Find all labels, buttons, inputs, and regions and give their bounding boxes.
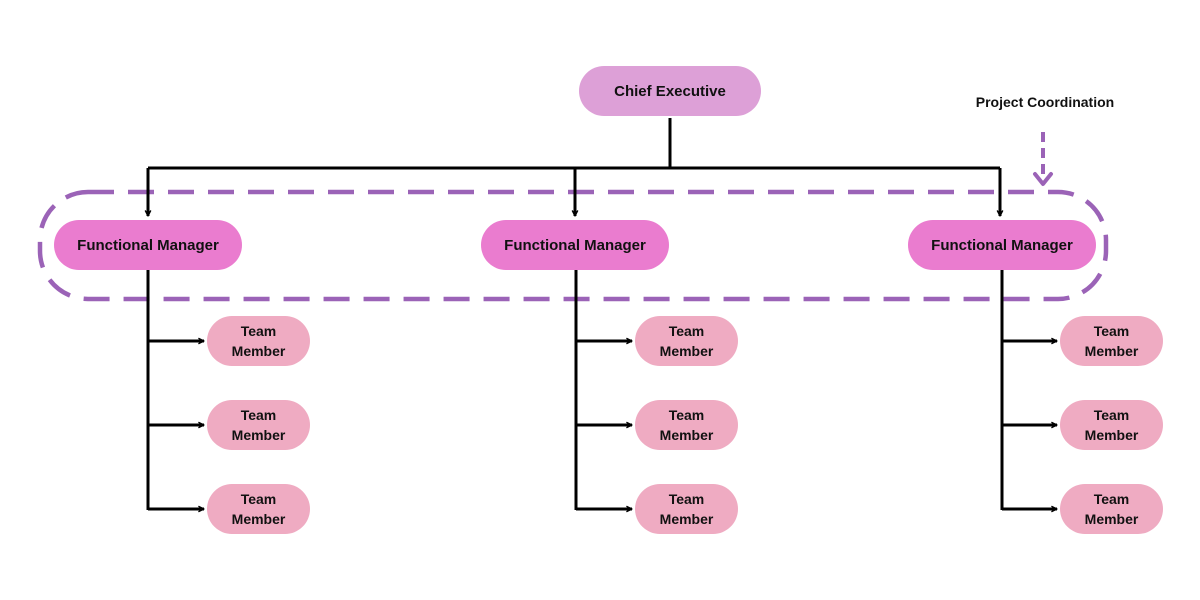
team-member-node-1-3: Team Member [207,484,310,534]
project-coordination-boundary [37,189,1109,302]
team-member-node-3-3: Team Member [1060,484,1163,534]
team-member-node-1-1: Team Member [207,316,310,366]
team-member-node-2-3: Team Member [635,484,738,534]
team-member-node-3-1: Team Member [1060,316,1163,366]
project-coordination-arrow [1033,132,1053,186]
chief-executive-node: Chief Executive [579,66,761,116]
team-member-node-1-2: Team Member [207,400,310,450]
functional-manager-node-2: Functional Manager [481,220,669,270]
team-member-node-2-1: Team Member [635,316,738,366]
team-member-node-3-2: Team Member [1060,400,1163,450]
team-member-node-2-2: Team Member [635,400,738,450]
functional-manager-node-1: Functional Manager [54,220,242,270]
project-coordination-label: Project Coordination [975,94,1115,110]
functional-manager-node-3: Functional Manager [908,220,1096,270]
